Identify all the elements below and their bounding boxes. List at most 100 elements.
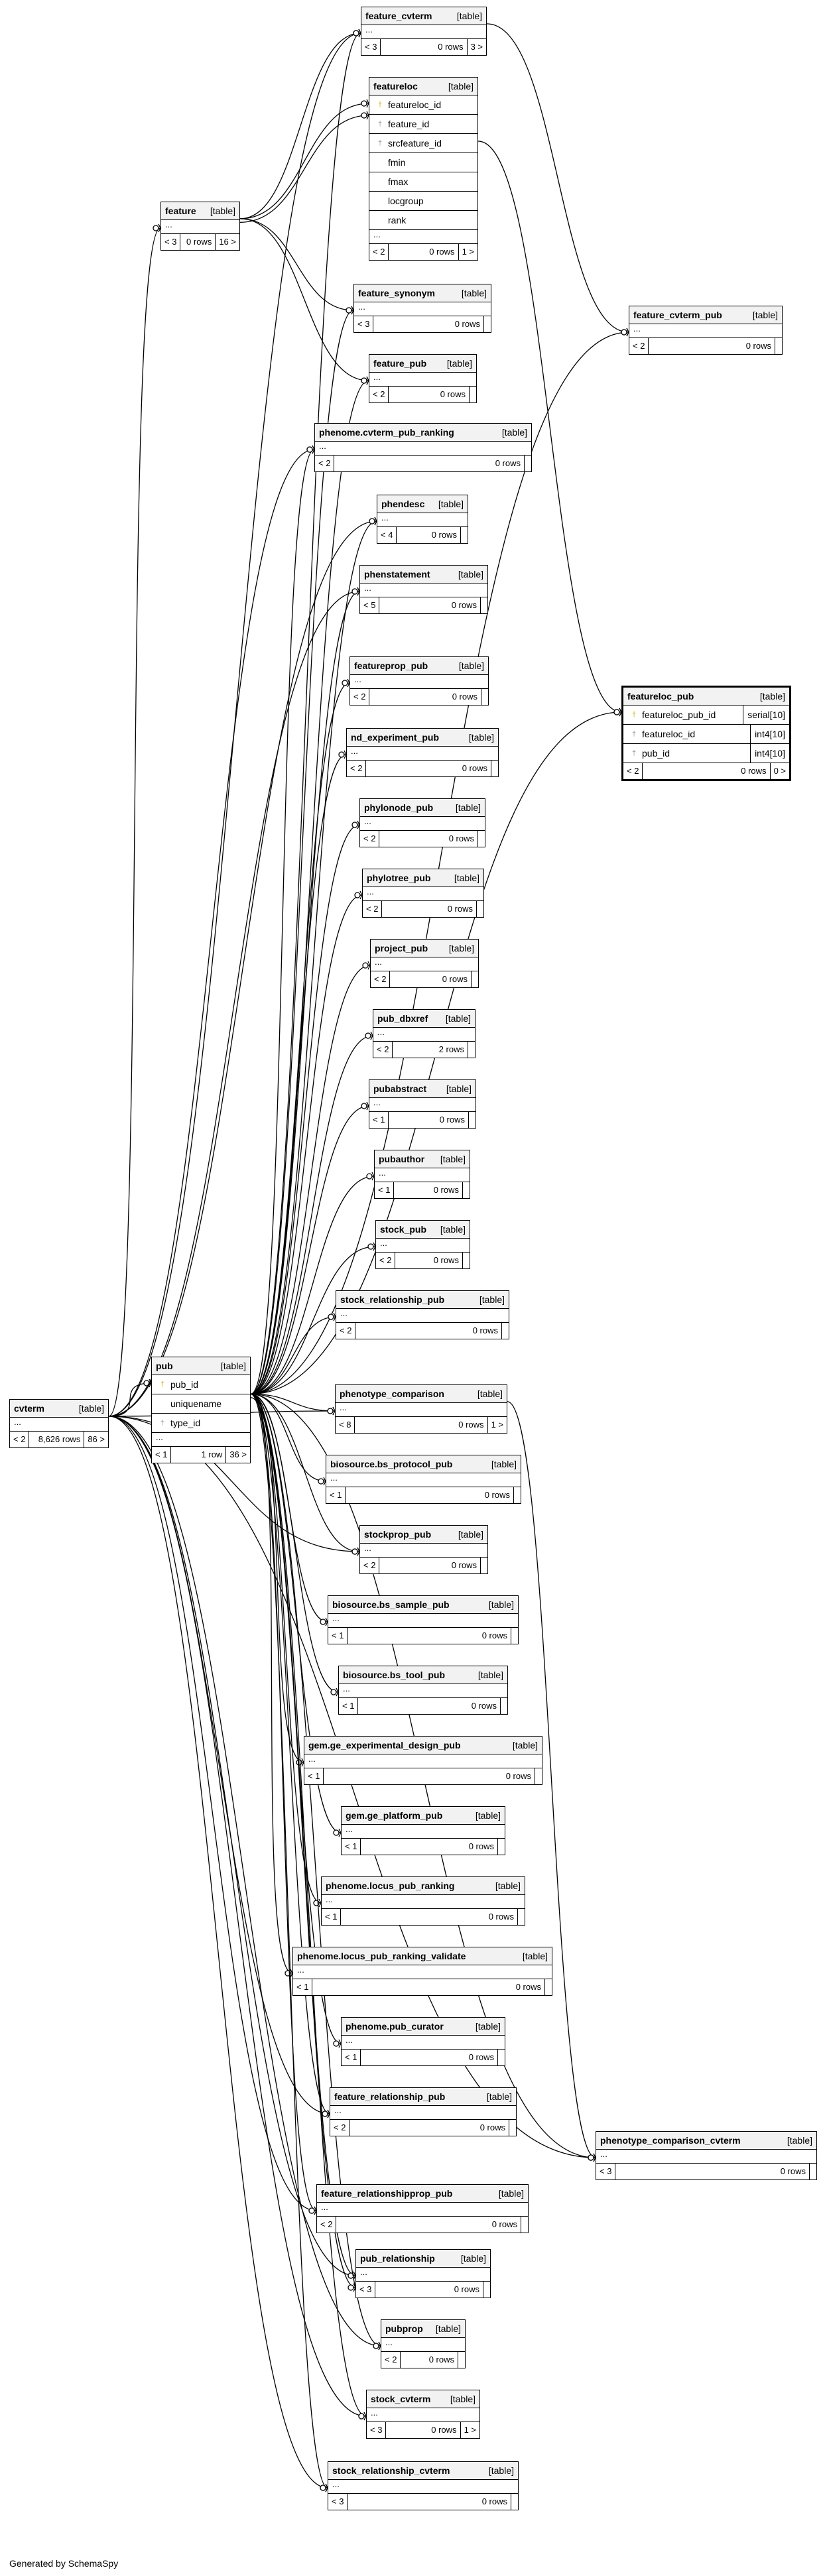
- children-count[interactable]: [501, 1698, 507, 1714]
- children-count[interactable]: [477, 901, 483, 917]
- table-name[interactable]: pub_dbxref: [377, 1013, 428, 1024]
- parents-count[interactable]: < 2: [317, 2217, 337, 2233]
- children-count[interactable]: [491, 761, 498, 776]
- column-row[interactable]: †feature_id: [369, 115, 477, 134]
- parents-count[interactable]: < 2: [629, 338, 649, 354]
- children-count[interactable]: 16 >: [219, 237, 236, 247]
- table-name[interactable]: phenome.pub_curator: [346, 2021, 444, 2032]
- table-name[interactable]: featureloc_pub: [627, 691, 694, 702]
- children-count[interactable]: [478, 831, 485, 847]
- table-name[interactable]: phenotype_comparison: [340, 1388, 444, 1399]
- children-count[interactable]: [775, 338, 782, 354]
- parents-count[interactable]: < 2: [360, 831, 380, 847]
- children-count[interactable]: [511, 2494, 518, 2510]
- column-row[interactable]: fmin: [369, 153, 477, 172]
- children-count[interactable]: [472, 971, 478, 987]
- parents-count[interactable]: < 3: [161, 234, 181, 250]
- table-name[interactable]: phenome.locus_pub_ranking_validate: [297, 1951, 466, 1961]
- parents-count[interactable]: < 3: [356, 2282, 376, 2298]
- column-row[interactable]: †type_id: [152, 1414, 250, 1433]
- children-count[interactable]: [469, 1112, 476, 1128]
- parents-count[interactable]: < 5: [360, 597, 380, 613]
- parents-count[interactable]: < 2: [363, 901, 383, 917]
- table-name[interactable]: phylonode_pub: [364, 802, 434, 813]
- children-count[interactable]: [509, 2120, 516, 2136]
- children-count[interactable]: [468, 1042, 475, 1058]
- column-row[interactable]: fmax: [369, 172, 477, 192]
- children-count[interactable]: [463, 1182, 470, 1198]
- children-count[interactable]: [545, 1979, 552, 1995]
- table-name[interactable]: featureloc: [373, 81, 418, 92]
- parents-count[interactable]: < 2: [623, 763, 643, 779]
- parents-count[interactable]: < 1: [293, 1979, 313, 1995]
- parents-count[interactable]: < 2: [336, 1323, 356, 1339]
- table-feature-relationshipprop-pub[interactable]: feature_relationshipprop_pub[table]...< …: [316, 2184, 529, 2233]
- parents-count[interactable]: < 2: [373, 1042, 393, 1058]
- children-count[interactable]: [481, 689, 488, 705]
- children-count[interactable]: [498, 2050, 505, 2065]
- table-name[interactable]: phendesc: [381, 499, 425, 509]
- table-name[interactable]: pubauthor: [379, 1154, 425, 1164]
- children-count[interactable]: [518, 1909, 525, 1925]
- children-count[interactable]: [521, 2217, 528, 2233]
- children-count[interactable]: 1 >: [462, 247, 474, 257]
- parents-count[interactable]: < 1: [342, 1839, 361, 1855]
- table-name[interactable]: biosource.bs_sample_pub: [332, 1599, 450, 1610]
- parents-count[interactable]: < 1: [304, 1768, 324, 1784]
- children-count[interactable]: [483, 2282, 490, 2298]
- children-count[interactable]: [514, 1487, 521, 1503]
- table-name[interactable]: project_pub: [375, 943, 428, 953]
- table-name[interactable]: phylotree_pub: [367, 873, 431, 883]
- parents-count[interactable]: < 8: [336, 1417, 355, 1433]
- table-name[interactable]: biosource.bs_protocol_pub: [330, 1459, 453, 1469]
- parents-count[interactable]: < 2: [369, 244, 389, 260]
- column-row[interactable]: rank: [369, 211, 477, 230]
- table-name[interactable]: nd_experiment_pub: [351, 732, 440, 743]
- children-count[interactable]: [498, 1839, 505, 1855]
- children-count[interactable]: [810, 2164, 816, 2179]
- children-count[interactable]: [481, 597, 487, 613]
- parents-count[interactable]: < 2: [360, 1558, 380, 1573]
- children-count[interactable]: 3 >: [470, 42, 483, 52]
- parents-count[interactable]: < 3: [596, 2164, 616, 2179]
- children-count[interactable]: 1 >: [464, 2425, 476, 2435]
- table-name[interactable]: feature_relationship_pub: [334, 2091, 446, 2102]
- parents-count[interactable]: < 1: [375, 1182, 395, 1198]
- table-name[interactable]: stock_pub: [380, 1224, 427, 1235]
- children-count[interactable]: [470, 387, 476, 402]
- table-gem-ge-experimental-design-pub[interactable]: gem.ge_experimental_design_pub[table]...…: [304, 1736, 542, 1785]
- parents-count[interactable]: < 1: [326, 1487, 346, 1503]
- table-name[interactable]: feature: [165, 206, 196, 216]
- table-name[interactable]: stock_cvterm: [371, 2394, 431, 2404]
- children-count[interactable]: 86 >: [88, 1434, 105, 1444]
- table-name[interactable]: gem.ge_platform_pub: [346, 1810, 443, 1821]
- parents-count[interactable]: < 2: [347, 761, 367, 776]
- table-name[interactable]: stock_relationship_pub: [340, 1294, 445, 1305]
- children-count[interactable]: [481, 1558, 487, 1573]
- children-count[interactable]: 36 >: [229, 1449, 247, 1459]
- table-name[interactable]: gem.ge_experimental_design_pub: [308, 1740, 461, 1750]
- table-phenome-locus-pub-ranking-validate[interactable]: phenome.locus_pub_ranking_validate[table…: [292, 1947, 552, 1996]
- parents-count[interactable]: < 2: [10, 1432, 30, 1447]
